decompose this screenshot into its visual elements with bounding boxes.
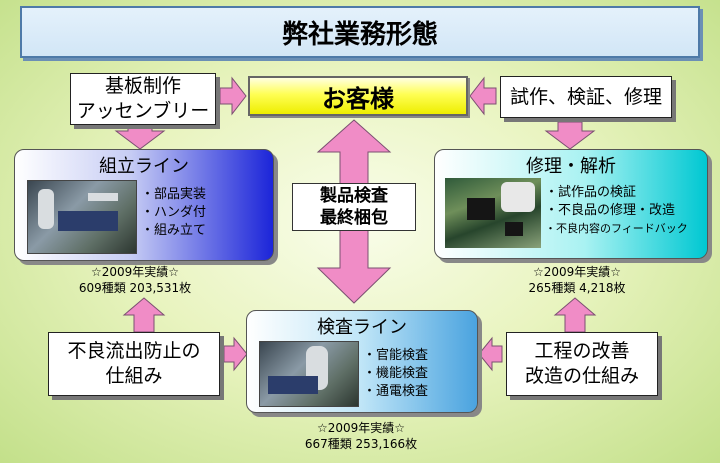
assembly-line-title: 組立ライン (99, 156, 189, 177)
list-item: ・不良内容のフィードバック (545, 222, 688, 235)
inspection-line-title: 検査ライン (317, 317, 407, 338)
pcb-assembly-line2: アッセンブリー (76, 100, 210, 122)
inspection-photo (259, 341, 359, 407)
arrow-left-to-customer (219, 76, 247, 116)
process-improvement-box: 工程の改善 改造の仕組み (506, 332, 658, 396)
list-item: ・部品実装 (141, 187, 207, 202)
inspection-packing-line2: 最終梱包 (320, 208, 388, 228)
repair-stats: ☆2009年実績☆ 265種類 4,218枚 (482, 264, 672, 296)
assembly-stat-title: ☆2009年実績☆ (90, 265, 180, 279)
arrow-right-to-inspection (478, 336, 503, 372)
arrow-down-to-assembly (114, 121, 166, 150)
inspection-packing-label: 製品検査 最終梱包 (292, 183, 416, 231)
list-item: ・試作品の検証 (545, 185, 637, 200)
customer-box: お客様 (248, 76, 468, 116)
inspection-task-list: ・官能検査 ・機能検査 ・通電検査 (363, 347, 428, 401)
prototype-repair-box: 試作、検証、修理 (500, 76, 672, 118)
process-improvement-line1: 工程の改善 (534, 340, 630, 362)
assembly-line-box: 組立ライン ・部品実装 ・ハンダ付 ・組み立て (14, 149, 274, 261)
pcb-assembly-line1: 基板制作 (104, 75, 181, 97)
defect-prevention-line1: 不良流出防止の (67, 340, 201, 362)
assembly-photo (27, 180, 137, 254)
inspection-packing-line1: 製品検査 (320, 186, 388, 206)
arrow-right-to-customer (469, 76, 497, 116)
repair-stat-title: ☆2009年実績☆ (532, 265, 622, 279)
defect-prevention-line2: 仕組み (105, 365, 163, 387)
arrow-left-to-inspection (223, 336, 248, 372)
inspection-stat-title: ☆2009年実績☆ (316, 421, 406, 435)
process-improvement-line2: 改造の仕組み (524, 365, 639, 387)
inspection-line-box: 検査ライン ・官能検査 ・機能検査 ・通電検査 (246, 310, 478, 413)
repair-task-list: ・試作品の検証 ・不良品の修理・改造 ・不良内容のフィードバック (545, 184, 688, 238)
inspection-stats: ☆2009年実績☆ 667種類 253,166枚 (266, 420, 456, 452)
repair-analysis-box: 修理・解析 ・試作品の検証 ・不良品の修理・改造 ・不良内容のフィードバック (434, 149, 708, 259)
assembly-task-list: ・部品実装 ・ハンダ付 ・組み立て (141, 186, 206, 240)
pcb-assembly-box: 基板制作 アッセンブリー (70, 73, 216, 125)
repair-stat-value: 265種類 4,218枚 (528, 281, 626, 295)
list-item: ・機能検査 (363, 366, 429, 381)
list-item: ・通電検査 (363, 384, 429, 399)
list-item: ・ハンダ付 (141, 205, 207, 220)
inspection-stat-value: 667種類 253,166枚 (304, 437, 418, 451)
defect-prevention-box: 不良流出防止の 仕組み (48, 332, 220, 396)
pcb-photo (445, 178, 541, 248)
assembly-stats: ☆2009年実績☆ 609種類 203,531枚 (40, 264, 230, 296)
page-title: 弊社業務形態 (20, 6, 700, 58)
assembly-stat-value: 609種類 203,531枚 (78, 281, 192, 295)
arrow-up-to-repair (553, 297, 597, 333)
arrow-down-to-repair (544, 121, 596, 150)
list-item: ・組み立て (141, 223, 207, 238)
list-item: ・不良品の修理・改造 (545, 203, 676, 218)
arrow-up-to-assembly (122, 297, 166, 333)
list-item: ・官能検査 (363, 348, 429, 363)
repair-analysis-title: 修理・解析 (526, 156, 616, 177)
